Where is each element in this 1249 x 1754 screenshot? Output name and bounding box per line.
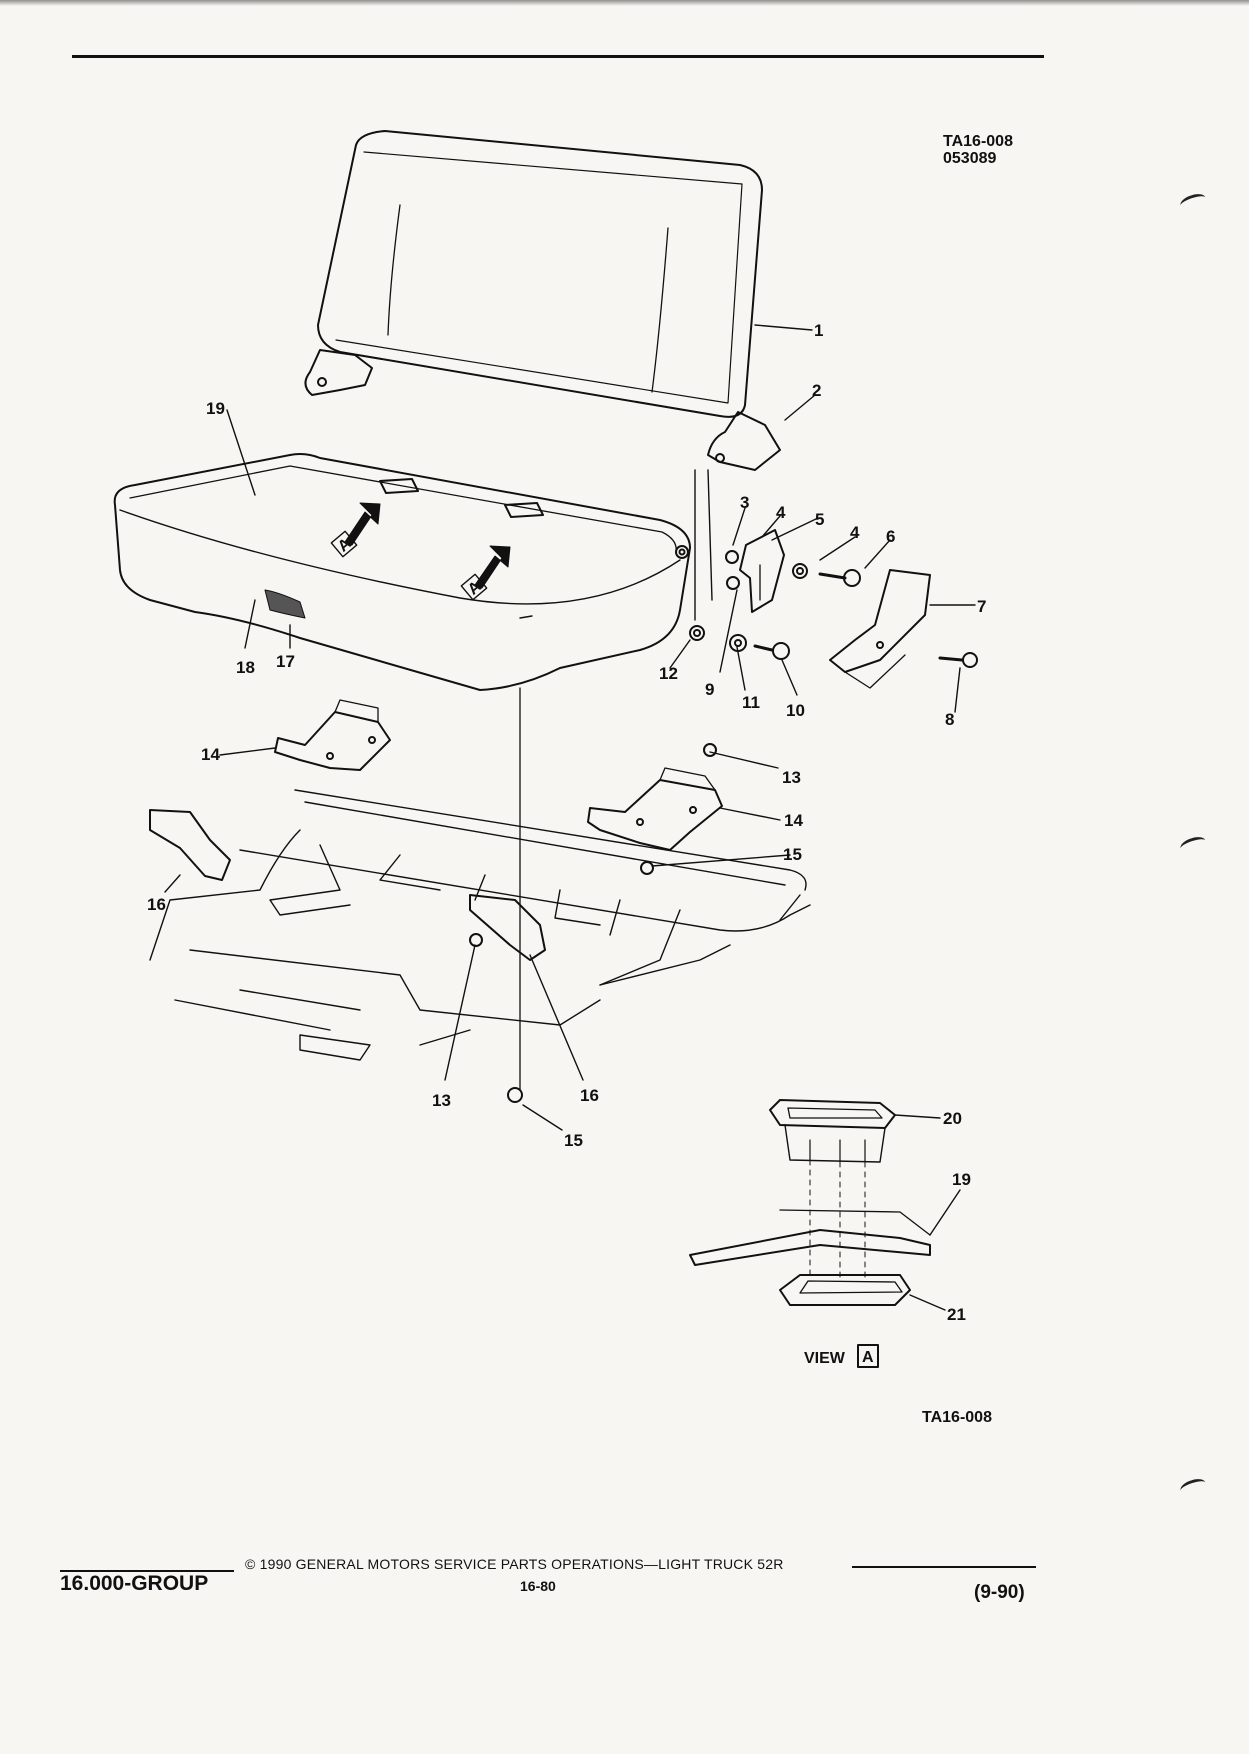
figure-id-bottom: TA16-008 [922,1409,992,1426]
callout-12: 12 [659,664,678,683]
view-label-text: VIEW [804,1350,846,1367]
copyright-symbol: © [245,1556,256,1572]
figure-code: 053089 [943,150,997,167]
callout-14-right: 14 [784,811,803,830]
view-a-label: VIEW A [804,1344,879,1368]
figure-reference: TA16-008 053089 [943,133,1013,167]
callout-18: 18 [236,658,255,677]
callout-7: 7 [977,597,986,616]
callout-21: 21 [947,1305,966,1324]
callout-19-main: 19 [206,399,225,418]
header-rule [72,55,1044,58]
callout-8: 8 [945,710,954,729]
callout-10: 10 [786,701,805,720]
callout-13-right: 13 [782,768,801,787]
callout-20: 20 [943,1109,962,1128]
callout-3: 3 [740,493,749,512]
seat-back [304,130,781,621]
callout-11: 11 [742,693,760,712]
floor-brackets [149,687,723,1103]
view-a-detail [689,1099,931,1306]
callout-14-left: 14 [201,745,220,764]
footer-date: (9-90) [974,1582,1025,1603]
truck-floor [149,789,811,1061]
callout-numbers: 1 2 3 4 5 4 6 7 8 9 10 11 12 13 13 14 14… [147,321,986,1324]
footer-rule-right [852,1566,1036,1568]
footer-page-number: 16-80 [520,1578,556,1594]
callout-16-left: 16 [147,895,166,914]
callout-4b: 4 [850,523,860,542]
callout-15-bottom: 15 [564,1131,583,1150]
arrow-markers: A A [335,535,485,599]
view-label-letter: A [862,1349,874,1366]
footer-copyright: © 1990 GENERAL MOTORS SERVICE PARTS OPER… [245,1556,784,1572]
callout-9: 9 [705,680,714,699]
leader-lines [164,324,976,1311]
callout-16-bottom: 16 [580,1086,599,1105]
callout-15-right: 15 [783,845,802,864]
callout-13-bottom: 13 [432,1091,451,1110]
callout-19-view: 19 [952,1170,971,1189]
figure-id: TA16-008 [943,133,1013,150]
callout-17: 17 [276,652,295,671]
footer-group: 16.000-GROUP [60,1572,209,1595]
seat-cushion [113,453,691,691]
copyright-text: 1990 GENERAL MOTORS SERVICE PARTS OPERAT… [259,1556,784,1572]
callout-4a: 4 [776,503,786,522]
scan-edge-shadow [0,0,1249,6]
footer-rule-left [60,1570,234,1572]
callout-1: 1 [814,321,823,340]
callout-6: 6 [886,527,895,546]
callout-5: 5 [815,510,824,529]
callout-2: 2 [812,381,821,400]
